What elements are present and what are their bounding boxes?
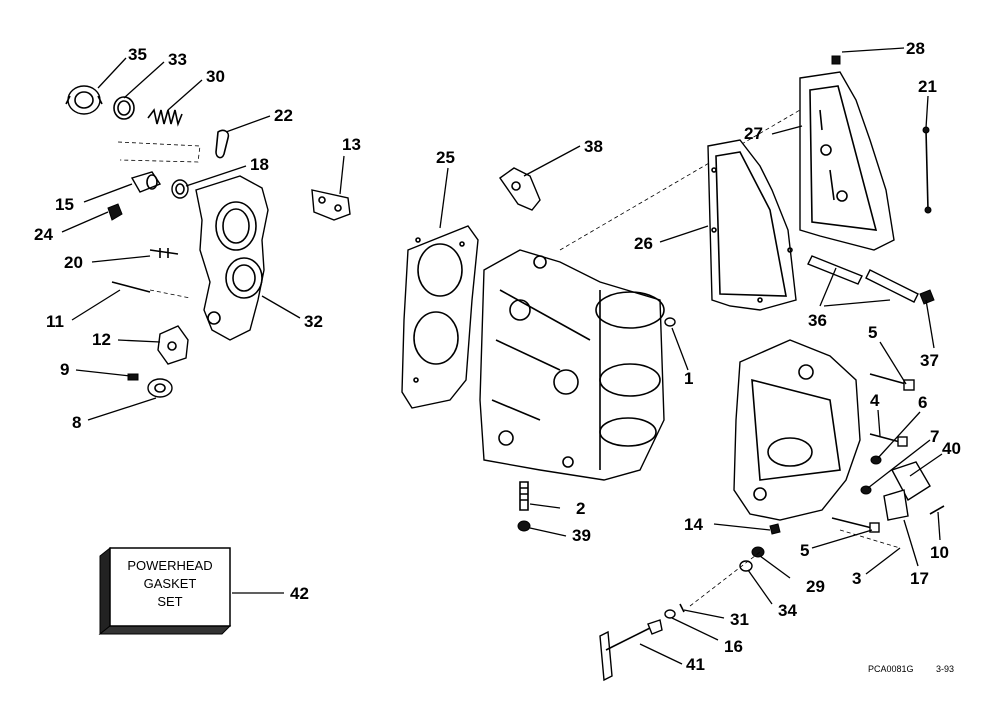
callout-8: 8	[72, 413, 81, 432]
callout-labels: 35 33 30 22 18 15 24 20 11 12 9 8 32 13 …	[34, 39, 961, 674]
part-8-grommet	[147, 378, 173, 398]
callout-30: 30	[206, 67, 225, 86]
callout-13: 13	[342, 135, 361, 154]
part-25-head-gasket	[401, 225, 479, 409]
part-11-rod	[111, 281, 151, 293]
part-9-screw	[127, 373, 139, 381]
gasket-set-line-1: POWERHEAD	[127, 558, 212, 573]
part-34-washer	[739, 560, 753, 572]
callout-6: 6	[918, 393, 927, 412]
part-10-screw	[929, 505, 945, 515]
part-5-bolt-bottom	[831, 517, 880, 533]
callout-29: 29	[806, 577, 825, 596]
callout-18: 18	[250, 155, 269, 174]
callout-37: 37	[920, 351, 939, 370]
part-24-retainer	[107, 203, 123, 221]
callout-14: 14	[684, 515, 703, 534]
part-35-plug	[65, 85, 103, 115]
callout-42: 42	[290, 584, 309, 603]
part-18-seal	[171, 179, 189, 199]
gasket-set-line-3: SET	[157, 594, 182, 609]
part-33-ring	[113, 96, 135, 120]
part-16-washer	[664, 609, 676, 619]
callout-34: 34	[778, 601, 797, 620]
callout-27: 27	[744, 124, 763, 143]
crankcase-cover	[733, 339, 861, 521]
part-14-screw	[769, 523, 781, 535]
part-28-screw	[831, 55, 841, 65]
callout-38: 38	[584, 137, 603, 156]
part-1-pin	[664, 317, 676, 327]
callout-5b: 5	[800, 541, 809, 560]
callout-36: 36	[808, 311, 827, 330]
figure-code: PCA0081G	[868, 664, 914, 674]
callout-5: 5	[868, 323, 877, 342]
part-15-valve	[130, 171, 162, 193]
callout-35: 35	[128, 45, 147, 64]
part-37-fitting	[919, 289, 935, 305]
part-30-spring	[147, 108, 183, 127]
part-4-bolt	[869, 433, 908, 447]
callout-32: 32	[304, 312, 323, 331]
callout-41: 41	[686, 655, 705, 674]
callout-7: 7	[930, 427, 939, 446]
part-31-pin	[679, 603, 685, 613]
callout-1: 1	[684, 369, 693, 388]
callout-17: 17	[910, 569, 929, 588]
callout-15: 15	[55, 195, 74, 214]
leader-lines	[61, 47, 943, 665]
cylinder-block	[479, 249, 665, 481]
callout-28: 28	[906, 39, 925, 58]
part-20-fitting	[149, 248, 179, 258]
callout-25: 25	[436, 148, 455, 167]
part-13-bracket	[311, 189, 351, 221]
part-39-nut	[517, 520, 531, 532]
callout-26: 26	[634, 234, 653, 253]
callout-11: 11	[46, 312, 64, 331]
gasket-set-line-2: GASKET	[144, 576, 197, 591]
callout-3: 3	[852, 569, 861, 588]
callout-33: 33	[168, 50, 187, 69]
callout-10: 10	[930, 543, 949, 562]
part-41-rod	[599, 619, 663, 682]
part-12-bracket	[157, 325, 189, 365]
callout-4: 4	[870, 391, 880, 410]
callout-16: 16	[724, 637, 743, 656]
callout-24: 24	[34, 225, 53, 244]
part-17-bracket	[883, 489, 909, 521]
callout-22: 22	[274, 106, 293, 125]
figure-date: 3-93	[936, 664, 954, 674]
callout-39: 39	[572, 526, 591, 545]
callout-31: 31	[730, 610, 749, 629]
callout-21: 21	[918, 77, 937, 96]
part-21-rod	[922, 126, 932, 214]
part-26-exhaust-gasket	[707, 139, 797, 311]
part-5-bolt-top	[869, 373, 915, 391]
callout-2: 2	[576, 499, 585, 518]
gasket-set-box: POWERHEAD GASKET SET	[98, 546, 232, 636]
part-22-clip	[215, 129, 230, 159]
callout-9: 9	[60, 360, 69, 379]
callout-40: 40	[942, 439, 961, 458]
part-32-housing	[195, 175, 269, 341]
part-27-exhaust-cover	[799, 71, 895, 251]
callout-20: 20	[64, 253, 83, 272]
callout-12: 12	[92, 330, 111, 349]
part-38-cover	[499, 167, 541, 211]
part-29-nut	[751, 546, 765, 558]
part-2-stud	[519, 481, 529, 511]
